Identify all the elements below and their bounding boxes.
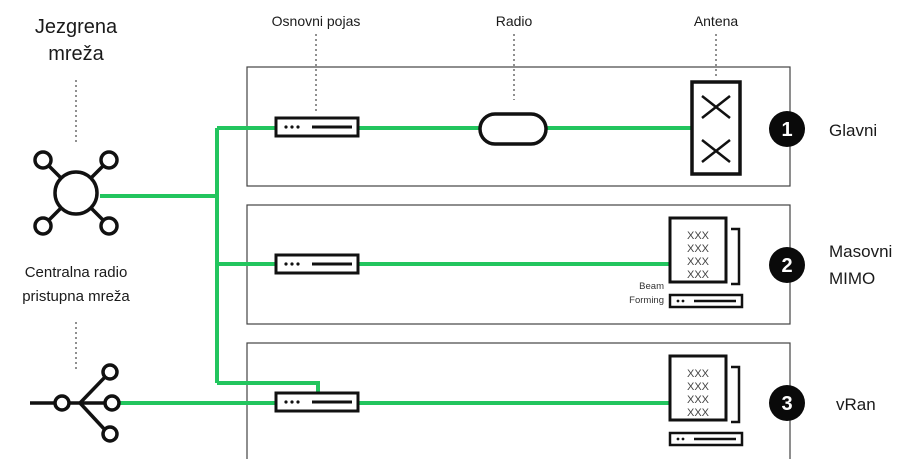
massive-mimo-array-icon: XXX XXX XXX XXX [668, 216, 744, 309]
row-number-2: 2 [781, 255, 792, 277]
column-label-baseband: Osnovni pojas [272, 13, 361, 29]
baseband-unit-icon [274, 391, 360, 413]
cran-label-line2: pristupna mreža [22, 288, 130, 305]
radio-unit-icon [478, 112, 548, 146]
row-label-2-line1: Masovni [829, 242, 892, 261]
svg-text:XXX: XXX [687, 381, 710, 393]
core-network-label-line1: Jezgrena [35, 16, 118, 38]
svg-text:XXX: XXX [687, 407, 710, 419]
svg-text:XXX: XXX [687, 269, 710, 281]
tree-icon [30, 363, 121, 443]
row-label-3: vRan [836, 395, 876, 414]
column-label-antenna: Antena [694, 13, 739, 29]
hub-icon [33, 150, 119, 236]
baseband-unit-icon [274, 253, 360, 275]
svg-text:XXX: XXX [687, 368, 710, 380]
svg-text:XXX: XXX [687, 256, 710, 268]
cran-label-line1: Centralna radio [25, 264, 128, 281]
core-network-label-line2: mreža [48, 43, 104, 65]
svg-text:XXX: XXX [687, 243, 710, 255]
row-number-badge-3: 3 [769, 385, 805, 421]
baseband-unit-icon [274, 116, 360, 138]
fiber-links [100, 126, 692, 405]
svg-text:XXX: XXX [687, 230, 710, 242]
row-number-badge-1: 1 [769, 111, 805, 147]
column-label-radio: Radio [496, 13, 533, 29]
svg-text:XXX: XXX [687, 394, 710, 406]
beamforming-label-line1: Beam [639, 281, 664, 292]
row-label-2-line2: MIMO [829, 269, 875, 288]
antenna-icon [690, 80, 742, 176]
row-number-3: 3 [781, 393, 792, 415]
beamforming-label-line2: Forming [629, 295, 664, 306]
row-number-1: 1 [781, 119, 792, 141]
row-number-badge-2: 2 [769, 247, 805, 283]
massive-mimo-array-icon: XXX XXX XXX XXX [668, 354, 744, 447]
row-label-1: Glavni [829, 121, 877, 140]
